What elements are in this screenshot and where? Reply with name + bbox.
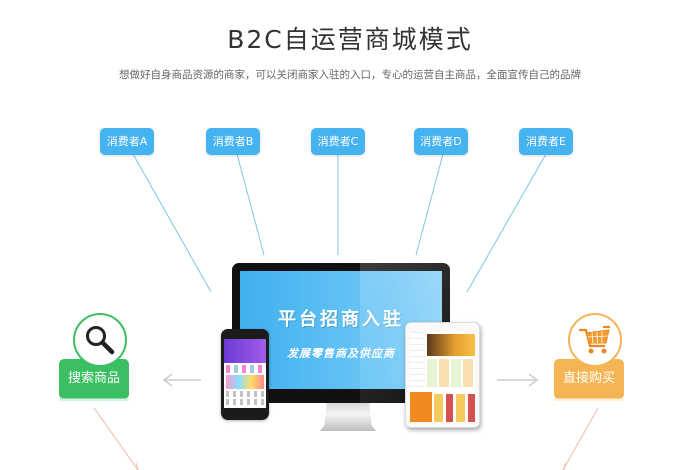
search-products-label: 搜索商品 [67, 371, 120, 386]
page-subtitle: 想做好自身商品资源的商家，可以关闭商家入驻的入口，专心的运营自主商品，全面宣传自… [119, 69, 581, 81]
shopping-cart-icon [579, 325, 610, 354]
bottom-line-right [562, 407, 599, 470]
connector-line-e [466, 153, 547, 293]
button-shadow [554, 398, 624, 401]
consumer-badge-b[interactable]: 消费者B [206, 128, 260, 155]
consumer-badge-c[interactable]: 消费者C [311, 128, 365, 155]
cart-icon-circle [568, 313, 622, 367]
buy-now-label: 直接购买 [562, 371, 615, 386]
arrow-right-head [528, 373, 539, 387]
consumer-badge-d[interactable]: 消费者D [414, 128, 468, 155]
connector-line-d [415, 153, 444, 256]
screen-title: 平台招商入驻 [278, 309, 404, 330]
page-title: B2C自运营商城模式 [227, 25, 473, 54]
connector-line-a [132, 153, 212, 293]
smartphone [221, 329, 269, 420]
monitor-stand [320, 403, 376, 431]
connector-line-b [236, 153, 265, 256]
button-shadow [59, 398, 129, 401]
search-icon [86, 326, 115, 355]
screen-subtitle: 发展零售商及供应商 [287, 347, 395, 360]
phone-screen [224, 339, 266, 408]
arrow-left-head [162, 373, 173, 387]
tablet-screen [410, 332, 475, 422]
bottom-line-left [93, 407, 139, 470]
consumer-badge-a[interactable]: 消费者A [100, 128, 154, 155]
consumer-badge-e[interactable]: 消费者E [519, 128, 573, 155]
search-icon-circle [73, 313, 127, 367]
tablet [405, 322, 480, 428]
